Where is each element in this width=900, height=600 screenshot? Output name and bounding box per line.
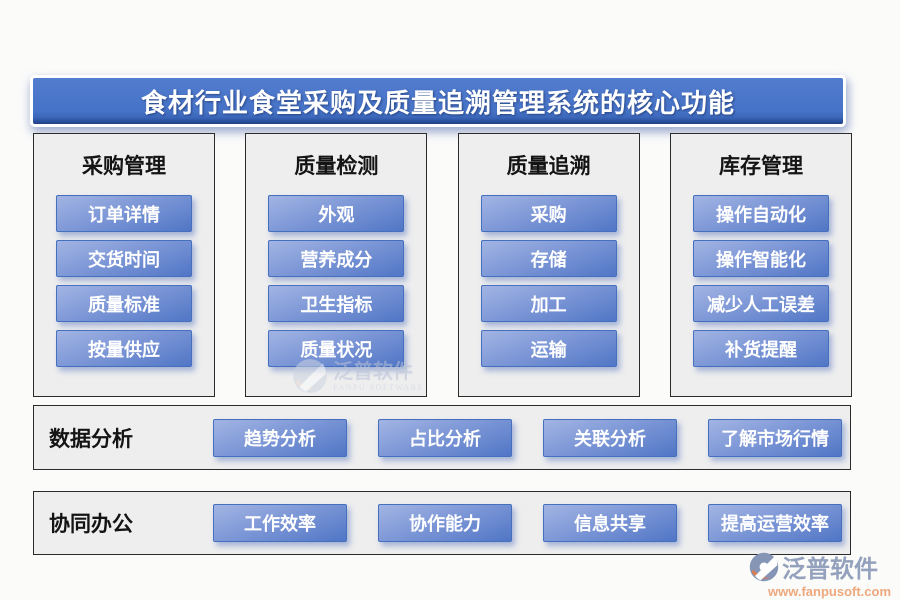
title-banner: 食材行业食堂采购及质量追溯管理系统的核心功能: [30, 75, 846, 127]
chip-collaboration-ability[interactable]: 协作能力: [378, 504, 512, 542]
chip-transport[interactable]: 运输: [480, 330, 617, 367]
row-chip-group: 趋势分析 占比分析 关联分析 了解市场行情: [213, 418, 850, 457]
chip-reduce-manual-error[interactable]: 减少人工误差: [692, 285, 829, 322]
panel-header: 采购管理: [82, 154, 166, 178]
page-title: 食材行业食堂采购及质量追溯管理系统的核心功能: [140, 88, 735, 118]
chip-processing[interactable]: 加工: [480, 285, 617, 322]
brand-url-link[interactable]: www.fanpusoft.com: [768, 584, 892, 599]
chip-trend-analysis[interactable]: 趋势分析: [213, 418, 347, 457]
chip-improve-operation-efficiency[interactable]: 提高运营效率: [708, 504, 842, 542]
chip-hygiene-index[interactable]: 卫生指标: [268, 285, 405, 322]
fanpu-brand: 泛普软件 www.fanpusoft.com: [748, 549, 898, 599]
brand-name: 泛普软件: [782, 557, 878, 583]
chip-delivery-time[interactable]: 交货时间: [56, 240, 192, 277]
chip-order-details[interactable]: 订单详情: [56, 195, 192, 232]
chip-appearance[interactable]: 外观: [268, 195, 405, 232]
row-label: 数据分析: [49, 426, 133, 451]
chip-nutrition[interactable]: 营养成分: [268, 240, 405, 277]
chip-purchase[interactable]: 采购: [480, 195, 617, 232]
row-data-analysis: 数据分析 趋势分析 占比分析 关联分析 了解市场行情: [33, 405, 851, 470]
panel-inventory-management: 库存管理 操作自动化 操作智能化 减少人工误差 补货提醒: [669, 133, 852, 397]
chip-operation-automation[interactable]: 操作自动化: [692, 195, 829, 232]
chip-operation-intelligence[interactable]: 操作智能化: [692, 240, 829, 277]
panel-quality-inspection: 质量检测 外观 营养成分 卫生指标 质量状况: [245, 133, 428, 397]
panel-header: 质量检测: [294, 154, 379, 178]
panel-header: 库存管理: [718, 154, 803, 178]
chip-quality-standard[interactable]: 质量标准: [56, 285, 192, 322]
chip-storage[interactable]: 存储: [480, 240, 617, 277]
chip-info-sharing[interactable]: 信息共享: [543, 504, 677, 542]
panel-header: 质量追溯: [506, 154, 591, 178]
row-chip-group: 工作效率 协作能力 信息共享 提高运营效率: [213, 504, 850, 542]
chip-correlation-analysis[interactable]: 关联分析: [543, 418, 677, 457]
row-label: 协同办公: [49, 512, 133, 536]
fanpu-logo-icon: [748, 551, 780, 583]
chip-restock-reminder[interactable]: 补货提醒: [692, 330, 829, 367]
chip-quality-status[interactable]: 质量状况: [268, 330, 405, 367]
panel-quality-traceability: 质量追溯 采购 存储 加工 运输: [457, 133, 640, 397]
panel-procurement-management: 采购管理 订单详情 交货时间 质量标准 按量供应: [33, 133, 215, 397]
row-collaborative-office: 协同办公 工作效率 协作能力 信息共享 提高运营效率: [33, 491, 851, 555]
function-columns: 采购管理 订单详情 交货时间 质量标准 按量供应 质量检测 外观 营养成分 卫生…: [33, 133, 852, 397]
chip-market-insight[interactable]: 了解市场行情: [708, 418, 842, 457]
chip-supply-by-quantity[interactable]: 按量供应: [56, 330, 192, 367]
chip-proportion-analysis[interactable]: 占比分析: [378, 418, 512, 457]
chip-work-efficiency[interactable]: 工作效率: [213, 504, 347, 542]
